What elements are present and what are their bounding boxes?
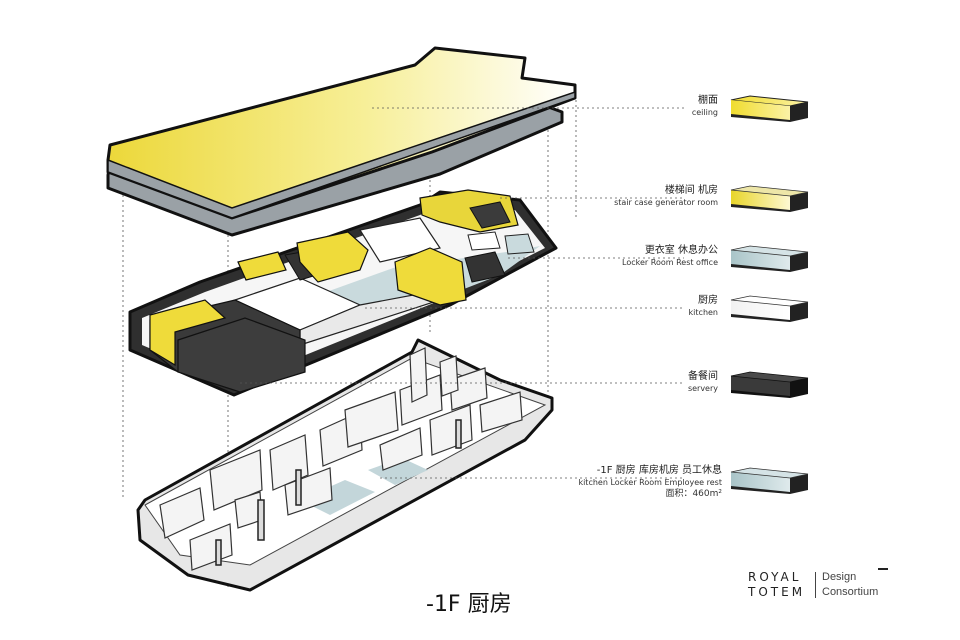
legend-label-cn: 厨房 (698, 295, 718, 306)
legend-label-en: kitchen Locker Room Employee rest (578, 478, 722, 487)
lower-floor-plan (136, 338, 554, 592)
royal-totem-logo: ROYAL TOTEM Design Consortium (748, 568, 888, 600)
legend-swatches (730, 95, 809, 494)
middle-layer (128, 189, 558, 397)
diagram-caption: -1F 厨房 (426, 592, 512, 617)
legend-label-en: kitchen (688, 308, 718, 317)
legend-swatch-ceiling (730, 95, 809, 122)
legend-label-en: Locker Room Rest office (622, 258, 718, 267)
legend-label-cn: -1F 厨房 库房机房 员工休息 (596, 465, 722, 476)
logo-sub-line-1: Design (822, 571, 857, 583)
legend-swatch-stair-generator (730, 185, 809, 212)
legend-swatch-kitchen (730, 295, 809, 322)
legend-swatch-locker-rest (730, 245, 809, 272)
legend-label-cn: 楼梯间 机房 (664, 185, 718, 196)
ceiling-slab (106, 46, 577, 237)
legend-label-cn: 更衣室 休息办公 (644, 245, 718, 256)
logo-sub-line-2: Consortium (822, 586, 879, 598)
legend-item-stair-generator: 楼梯间 机房 stair case generator room (560, 184, 718, 208)
logo-line-1: ROYAL (748, 570, 802, 584)
legend-item-servery: 备餐间 servery (560, 370, 718, 394)
legend-item-basement: -1F 厨房 库房机房 员工休息 kitchen Locker Room Emp… (540, 464, 722, 501)
legend-swatch-servery (730, 371, 809, 398)
leader-lines (240, 107, 684, 479)
legend-label-en: servery (687, 384, 718, 393)
legend-swatch-basement (730, 467, 809, 494)
logo-line-2: TOTEM (748, 585, 806, 599)
logo-subtitle: Design Consortium (822, 570, 878, 600)
legend-label-en: stair case generator room (614, 198, 718, 207)
legend-label-cn: 备餐间 (688, 371, 718, 382)
logo-dash-mark (878, 568, 888, 570)
legend-item-ceiling: 棚面 ceiling (560, 94, 718, 118)
legend-item-kitchen: 厨房 kitchen (560, 294, 718, 318)
logo-divider (815, 572, 816, 598)
area-label: 面积：460m² (665, 489, 722, 499)
legend-label-en: ceiling (691, 108, 718, 117)
legend-label-cn: 棚面 (698, 95, 718, 106)
legend-item-locker-rest: 更衣室 休息办公 Locker Room Rest office (560, 244, 718, 268)
